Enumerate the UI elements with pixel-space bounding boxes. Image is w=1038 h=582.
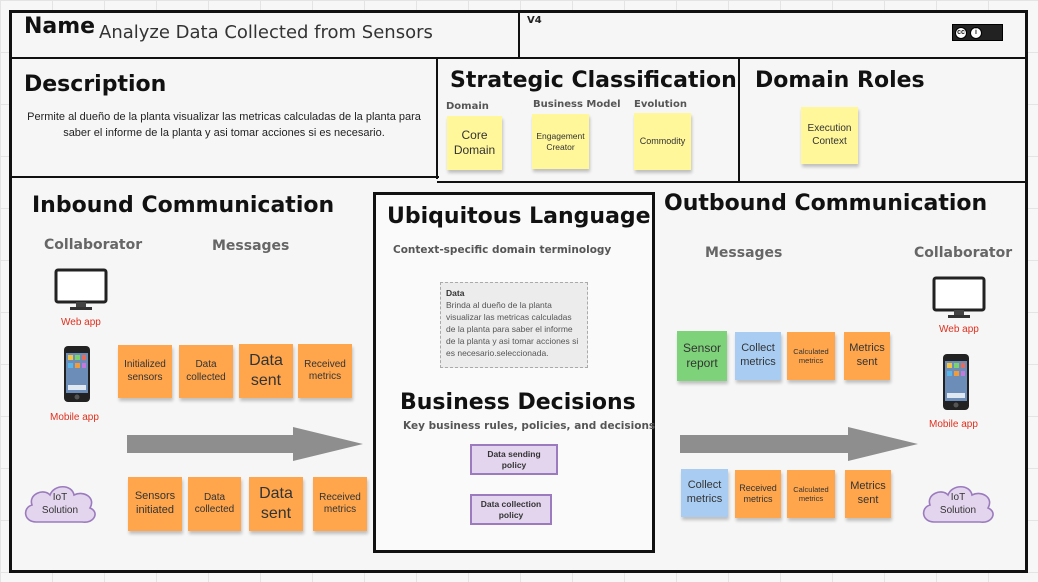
sticky-data-sent-2: Data sent <box>249 477 303 531</box>
sticky-sensor-report: Sensor report <box>677 331 727 381</box>
sticky-data-collected: Data collected <box>179 345 233 398</box>
divider-top-section <box>9 176 439 178</box>
ubiquitous-language-title: Ubiquitous Language <box>387 204 651 229</box>
divider-name-version <box>518 10 520 58</box>
outbound-communication-title: Outbound Communication <box>664 191 988 216</box>
outbound-iot-solution-label: IoT Solution <box>939 492 977 516</box>
sticky-data-sent: Data sent <box>239 344 293 398</box>
inbound-communication-title: Inbound Communication <box>32 193 335 218</box>
divider-strategic-roles <box>738 57 740 183</box>
arrow-right-icon <box>127 427 363 461</box>
description-title: Description <box>24 72 167 97</box>
sticky-metrics-sent-2: Metrics sent <box>845 470 891 518</box>
outbound-collaborator-label: Collaborator <box>914 245 1013 261</box>
cloud-icon <box>24 485 96 523</box>
sticky-commodity: Commodity <box>634 113 691 170</box>
domain-label: Domain <box>446 101 489 112</box>
sticky-initialized-sensors: Initialized sensors <box>118 345 172 398</box>
bounded-context-name: Analyze Data Collected from Sensors <box>99 22 433 43</box>
smartphone-icon <box>64 346 90 402</box>
term-note-data: Data Brinda al dueño de la planta visual… <box>440 282 588 368</box>
outbound-collaborator-mobile-app: Mobile app <box>929 419 978 430</box>
inbound-iot-solution-label: IoT Solution <box>41 492 79 516</box>
sticky-data-collected-2: Data collected <box>188 477 241 531</box>
sticky-calculated-metrics-2: Calculated metrics <box>787 470 835 518</box>
inbound-collaborator-mobile-app: Mobile app <box>50 412 99 423</box>
divider-header <box>9 57 1028 59</box>
business-model-label: Business Model <box>533 99 621 110</box>
version-label: V4 <box>527 15 542 26</box>
sticky-collect-metrics: Collect metrics <box>735 332 781 380</box>
sticky-calculated-metrics: Calculated metrics <box>787 332 835 380</box>
cloud-icon <box>922 485 994 523</box>
strategic-classification-title: Strategic Classification <box>450 68 737 93</box>
term-title: Data <box>446 288 465 298</box>
outbound-collaborator-web-app: Web app <box>939 324 979 335</box>
domain-roles-title: Domain Roles <box>755 68 925 93</box>
sticky-received-metrics-2: Received metrics <box>313 477 367 531</box>
outbound-messages-label: Messages <box>705 245 783 261</box>
sticky-core-domain: Core Domain <box>447 116 502 170</box>
monitor-icon <box>54 268 108 310</box>
inbound-messages-label: Messages <box>212 238 290 254</box>
sticky-received-metrics-out: Received metrics <box>735 470 781 518</box>
inbound-collaborator-label: Collaborator <box>44 237 143 253</box>
divider-desc-strategic <box>436 57 438 179</box>
smartphone-icon <box>943 354 969 410</box>
policy-data-sending: Data sending policy <box>470 444 558 475</box>
inbound-iot-solution: IoT Solution <box>20 478 100 528</box>
name-label: Name <box>24 14 96 39</box>
policy-data-collection: Data collection policy <box>470 494 552 525</box>
sticky-received-metrics: Received metrics <box>298 344 352 398</box>
sticky-sensors-initiated: Sensors initiated <box>128 477 182 531</box>
arrow-right-icon <box>680 427 918 461</box>
business-decisions-title: Business Decisions <box>400 390 636 415</box>
ubiquitous-language-subtitle: Context-specific domain terminology <box>393 244 612 256</box>
description-text: Permite al dueño de la planta visualizar… <box>27 111 421 139</box>
outbound-iot-solution: IoT Solution <box>918 478 998 528</box>
evolution-label: Evolution <box>634 99 687 110</box>
monitor-icon <box>932 276 986 318</box>
term-text: Brinda al dueño de la planta visualizar … <box>446 300 579 358</box>
ubiquitous-language-box <box>373 192 655 553</box>
sticky-metrics-sent: Metrics sent <box>844 332 890 380</box>
sticky-collect-metrics-2: Collect metrics <box>681 469 728 517</box>
divider-top-section-right <box>437 181 1028 183</box>
sticky-execution-context: Execution Context <box>801 107 858 164</box>
inbound-collaborator-web-app: Web app <box>61 317 101 328</box>
business-decisions-subtitle: Key business rules, policies, and decisi… <box>403 420 656 432</box>
sticky-engagement-creator: Engagement Creator <box>532 114 589 169</box>
